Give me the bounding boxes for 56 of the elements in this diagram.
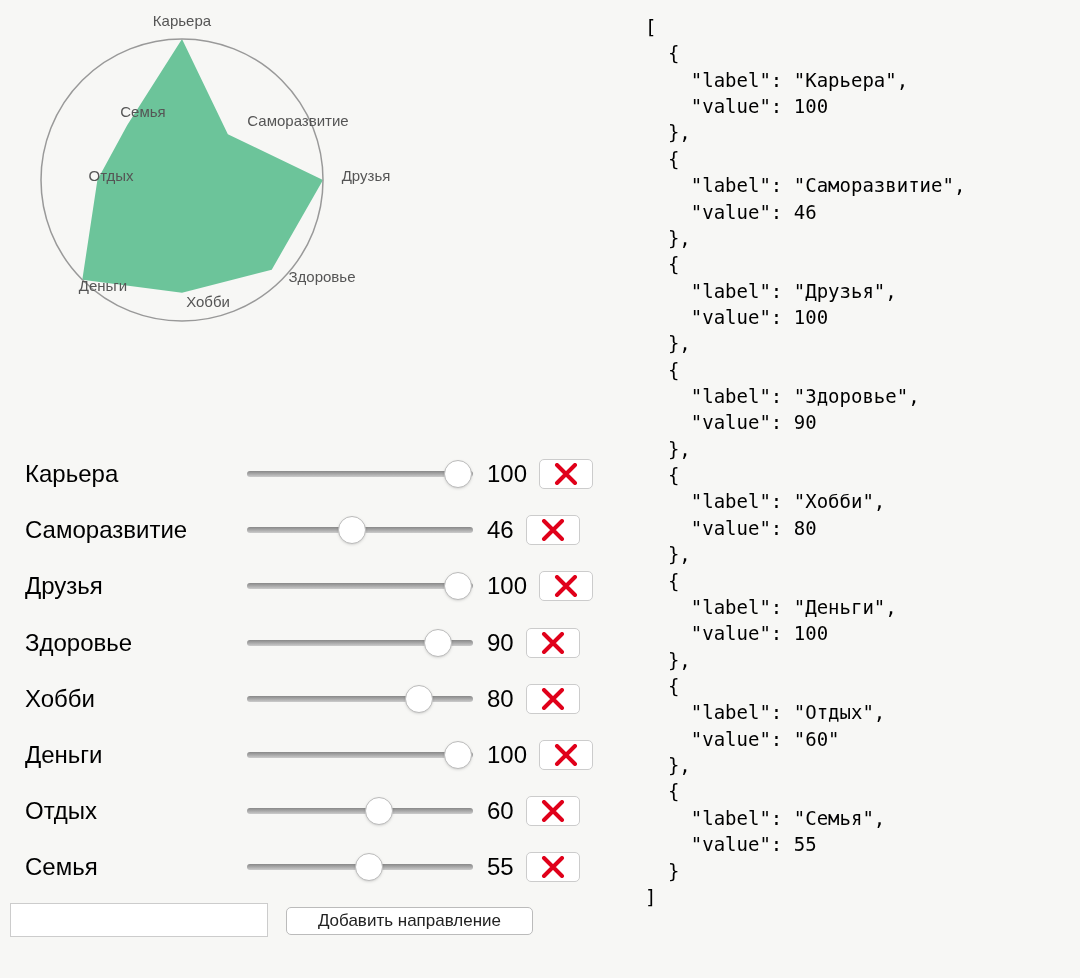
value-label: 100 (487, 571, 528, 602)
code-line: { (667, 358, 680, 381)
code-line: { (667, 253, 680, 276)
code-line: "label": "Деньги", (690, 595, 897, 618)
code-line: "value": 46 (690, 200, 817, 223)
code-line: "label": "Семья", (690, 806, 886, 829)
code-line: "value": 55 (690, 833, 817, 856)
value-label: 90 (487, 627, 514, 658)
code-line: "label": "Карьера", (690, 68, 909, 91)
code-line: "label": "Хобби", (690, 490, 886, 513)
code-line: { (667, 780, 680, 803)
category-label: Здоровье (25, 627, 134, 658)
category-label: Друзья (25, 571, 104, 602)
code-line: "value": 100 (690, 305, 829, 328)
code-line: }, (667, 226, 691, 249)
value-label: 60 (487, 796, 514, 827)
axis-label: Здоровье (288, 268, 356, 284)
code-line: "value": 100 (690, 622, 829, 645)
category-label: Семья (25, 852, 99, 883)
value-label: 80 (487, 683, 514, 714)
code-line: ] (645, 885, 657, 908)
code-line: "value": 100 (690, 95, 829, 118)
code-line: }, (667, 648, 691, 671)
code-line: [ (645, 16, 657, 38)
value-label: 46 (487, 515, 514, 546)
value-label: 100 (487, 740, 528, 770)
code-line: "label": "Друзья", (690, 279, 897, 302)
code-line: { (667, 569, 680, 592)
code-line: }, (667, 543, 691, 566)
code-line: }, (667, 437, 691, 460)
category-label: Хобби (25, 683, 96, 714)
code-line: "label": "Отдых", (690, 701, 886, 724)
code-line: "value": "60" (690, 727, 840, 750)
category-label: Отдых (25, 796, 99, 827)
code-line: }, (667, 754, 691, 777)
code-line: { (667, 464, 680, 487)
code-line: { (667, 42, 680, 65)
code-line: { (667, 675, 680, 697)
code-line: "label": "Здоровье", (690, 385, 920, 408)
code-line: } (667, 859, 680, 882)
axis-label: Хобби (186, 293, 230, 309)
category-label: Деньги (25, 740, 104, 770)
axis-label: Друзья (341, 167, 391, 183)
code-line: }, (667, 121, 691, 144)
code-line: "value": 90 (690, 411, 817, 434)
axis-label: Карьера (152, 12, 212, 28)
category-label: Саморазвитие (25, 515, 189, 546)
code-line: { (667, 147, 680, 170)
axis-label: Саморазвитие (247, 112, 349, 128)
value-label: 55 (487, 852, 514, 883)
value-label: 100 (487, 459, 528, 489)
category-label: Карьера (25, 459, 120, 489)
add-button: Добавить направление (286, 907, 533, 935)
code-line: "value": 80 (690, 516, 817, 539)
code-line: "label": "Саморазвитие", (690, 174, 966, 197)
code-line: }, (667, 332, 691, 355)
